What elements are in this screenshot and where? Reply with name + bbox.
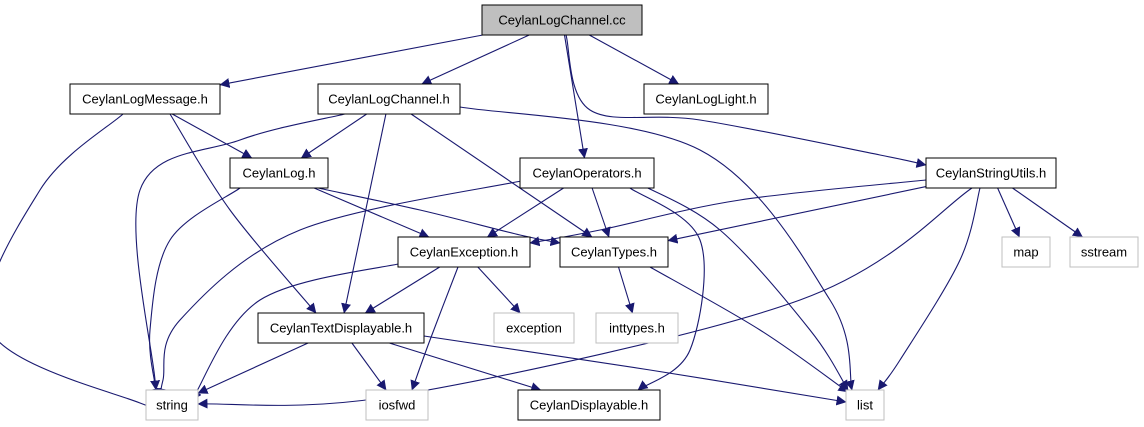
edge-exception_h-to-iosfwd (410, 266, 459, 391)
edge-textdisplayable_h-to-displayable_h (389, 342, 542, 392)
edge-operators_h-to-exception_h (486, 187, 564, 238)
node-box-map (1001, 236, 1051, 268)
edge-logchannel_cc-to-operators_h (563, 34, 588, 159)
node-box-sstream (1069, 236, 1139, 268)
edge-log_h-to-string (149, 187, 241, 391)
edge-logchannel_cc-to-stringutils_h (565, 34, 927, 168)
node-inttypes_h: inttypes.h (595, 312, 679, 344)
node-box-operators_h (519, 157, 655, 189)
node-label-iosfwd: iosfwd (379, 398, 416, 413)
node-box-log_h (229, 157, 329, 189)
edge-types_h-to-list (649, 266, 849, 393)
node-box-types_h (559, 236, 669, 268)
node-label-exception: exception (506, 321, 562, 336)
edge-textdisplayable_h-to-list (423, 335, 847, 406)
node-label-stringutils_h: CeylanStringUtils.h (936, 166, 1047, 181)
edge-logchannel_h-to-log_h (300, 113, 368, 159)
node-textdisplayable_h[interactable]: CeylanTextDisplayable.h (257, 312, 425, 344)
edge-textdisplayable_h-to-string (197, 342, 309, 394)
edge-exception_h-to-exception (477, 266, 521, 314)
node-logchannel_h[interactable]: CeylanLogChannel.h (317, 83, 461, 115)
node-box-exception_h (397, 236, 531, 268)
node-displayable_h[interactable]: CeylanDisplayable.h (517, 389, 661, 421)
node-box-logmessage_h (69, 83, 221, 115)
node-label-map: map (1013, 245, 1038, 260)
node-label-log_h: CeylanLog.h (243, 166, 316, 181)
node-log_h[interactable]: CeylanLog.h (229, 157, 329, 189)
node-label-operators_h: CeylanOperators.h (532, 166, 641, 181)
node-label-logchannel_cc: CeylanLogChannel.cc (498, 13, 626, 28)
edge-logchannel_h-to-textdisplayable_h (341, 113, 387, 314)
node-operators_h[interactable]: CeylanOperators.h (519, 157, 655, 189)
edge-logmessage_h-to-log_h (171, 113, 253, 159)
node-box-logchannel_cc (481, 4, 643, 36)
node-string: string (145, 389, 199, 421)
edge-logchannel_h-to-string (135, 113, 346, 402)
node-label-logmessage_h: CeylanLogMessage.h (82, 92, 208, 107)
edge-logchannel_cc-to-logmessage_h (219, 34, 483, 88)
node-sstream: sstream (1069, 236, 1139, 268)
edges-layer (0, 34, 1083, 409)
node-label-sstream: sstream (1081, 245, 1127, 260)
node-exception_h[interactable]: CeylanException.h (397, 236, 531, 268)
node-logchannel_cc[interactable]: CeylanLogChannel.cc (481, 4, 643, 36)
node-label-exception_h: CeylanException.h (410, 245, 518, 260)
edge-exception_h-to-string (191, 261, 409, 401)
node-label-displayable_h: CeylanDisplayable.h (530, 398, 649, 413)
node-label-list: list (857, 398, 873, 413)
node-map: map (1001, 236, 1051, 268)
node-box-iosfwd (365, 389, 429, 421)
edge-logchannel_h-to-list (459, 106, 855, 391)
node-loglight_h[interactable]: CeylanLogLight.h (643, 83, 769, 115)
edge-log_h-to-exception_h (313, 187, 430, 238)
edge-logchannel_cc-to-loglight_h (589, 34, 680, 85)
edge-operators_h-to-list (639, 183, 849, 391)
edge-types_h-to-inttypes_h (617, 266, 635, 314)
edge-stringutils_h-to-sstream (1012, 187, 1083, 238)
node-box-textdisplayable_h (257, 312, 425, 344)
node-box-string (145, 389, 199, 421)
edge-logchannel_h-to-types_h (410, 113, 593, 238)
edge-stringutils_h-to-types_h (667, 186, 927, 244)
edge-operators_h-to-string (156, 179, 527, 399)
node-box-list (845, 389, 885, 421)
edge-stringutils_h-to-map (997, 187, 1021, 238)
node-label-textdisplayable_h: CeylanTextDisplayable.h (270, 321, 412, 336)
node-iosfwd: iosfwd (365, 389, 429, 421)
node-box-displayable_h (517, 389, 661, 421)
node-list: list (845, 389, 885, 421)
node-box-exception (493, 312, 575, 344)
edge-logchannel_cc-to-logchannel_h (421, 34, 530, 85)
edge-logmessage_h-to-string (0, 113, 159, 408)
node-box-loglight_h (643, 83, 769, 115)
edge-textdisplayable_h-to-iosfwd (351, 342, 387, 391)
edge-log_h-to-types_h (317, 187, 561, 247)
node-exception: exception (493, 312, 575, 344)
edge-stringutils_h-to-list (877, 187, 981, 391)
edge-operators_h-to-displayable_h (629, 187, 705, 391)
node-label-inttypes_h: inttypes.h (609, 321, 665, 336)
edge-stringutils_h-to-exception_h (529, 179, 927, 247)
node-types_h[interactable]: CeylanTypes.h (559, 236, 669, 268)
edge-exception_h-to-textdisplayable_h (364, 266, 440, 314)
node-stringutils_h[interactable]: CeylanStringUtils.h (925, 157, 1057, 189)
node-label-logchannel_h: CeylanLogChannel.h (328, 92, 449, 107)
node-box-logchannel_h (317, 83, 461, 115)
edge-logmessage_h-to-textdisplayable_h (169, 113, 317, 314)
node-label-loglight_h: CeylanLogLight.h (655, 92, 756, 107)
node-logmessage_h[interactable]: CeylanLogMessage.h (69, 83, 221, 115)
node-box-inttypes_h (595, 312, 679, 344)
edge-stringutils_h-to-string (197, 187, 973, 409)
node-box-stringutils_h (925, 157, 1057, 189)
node-label-types_h: CeylanTypes.h (571, 245, 657, 260)
node-label-string: string (156, 398, 188, 413)
